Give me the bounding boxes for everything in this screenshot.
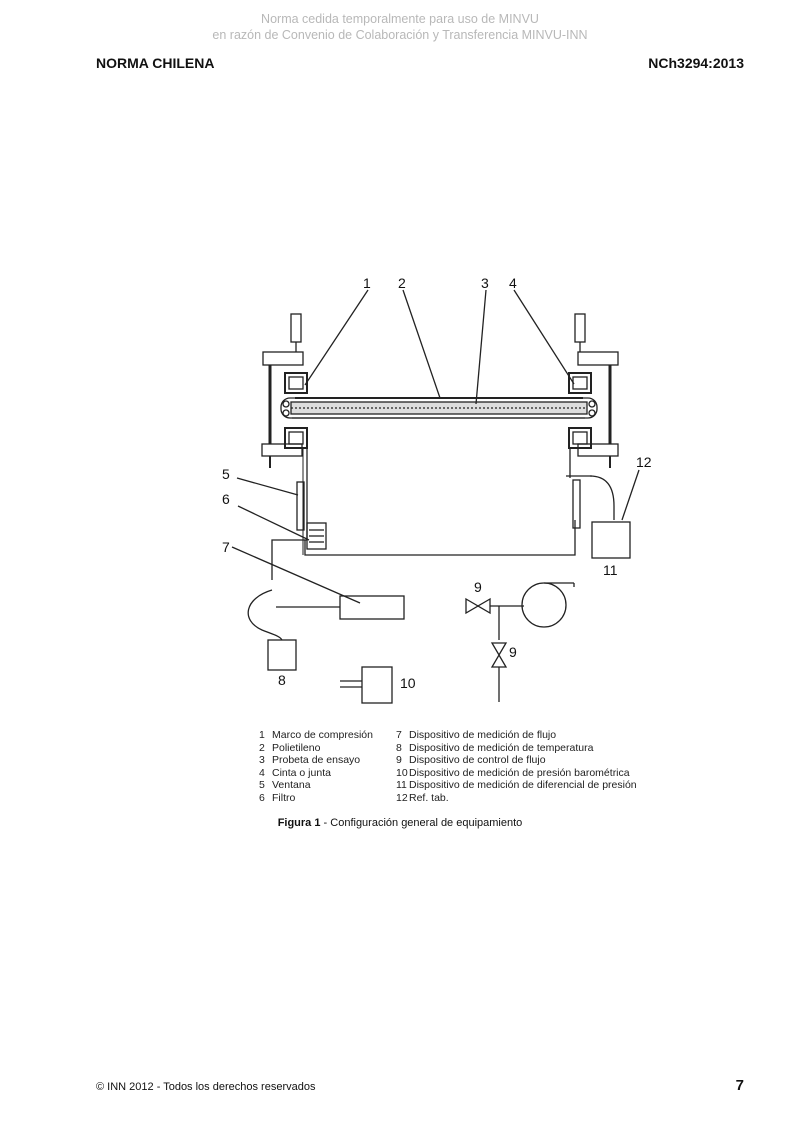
flow-control-valve-2: [490, 642, 508, 668]
temperature-device: [267, 639, 297, 671]
pump: [521, 582, 567, 628]
watermark: Norma cedida temporalmente para uso de M…: [0, 11, 800, 43]
callout-12: 12: [636, 454, 652, 470]
left-clamp-bottom-plate: [261, 443, 303, 457]
filter: [306, 522, 327, 550]
chamber-walls: [304, 448, 576, 556]
callout-4: 4: [509, 275, 517, 291]
legend-item: 10Dispositivo de medición de presión bar…: [396, 766, 630, 779]
compression-frame-bottom-left: [284, 427, 308, 449]
window: [296, 481, 305, 531]
compression-frame-bottom-right: [568, 427, 592, 449]
callout-9b: 9: [509, 644, 517, 660]
callout-5: 5: [222, 466, 230, 482]
flow-control-valve-1: [465, 597, 491, 615]
callout-11: 11: [603, 562, 618, 578]
header-standard-name: NORMA CHILENA: [96, 55, 215, 71]
barometric-device: [361, 666, 393, 704]
watermark-line-2: en razón de Convenio de Colaboración y T…: [212, 28, 588, 42]
caption-text: - Configuración general de equipamiento: [320, 817, 523, 829]
callout-3: 3: [481, 275, 489, 291]
flow-measurement-device: [339, 595, 405, 620]
left-clamp-top-plate: [262, 351, 304, 366]
footer-copyright: © INN 2012 - Todos los derechos reservad…: [96, 1081, 316, 1093]
callout-8: 8: [278, 672, 286, 688]
callout-6: 6: [222, 491, 230, 507]
caption-label: Figura 1: [277, 817, 321, 829]
callout-2: 2: [398, 275, 406, 291]
compression-frame-top-right: [568, 372, 592, 394]
right-clamp-top-plate: [577, 351, 619, 366]
header-standard-code: NCh3294:2013: [648, 55, 744, 71]
pressure-differential-device: [591, 521, 631, 559]
callout-1: 1: [363, 275, 371, 291]
figure-caption: Figura 1 - Configuración general de equi…: [0, 817, 800, 829]
watermark-line-1: Norma cedida temporalmente para uso de M…: [261, 12, 539, 26]
legend-item: 12Ref. tab.: [396, 791, 449, 804]
callout-10: 10: [400, 675, 416, 691]
callout-9a: 9: [474, 579, 482, 595]
compression-frame-top-left: [284, 372, 308, 394]
right-clamp-bottom-plate: [577, 443, 619, 457]
callout-7: 7: [222, 539, 230, 555]
page-number: 7: [735, 1077, 744, 1094]
left-clamp-handle: [290, 313, 302, 343]
right-clamp-handle: [574, 313, 586, 343]
